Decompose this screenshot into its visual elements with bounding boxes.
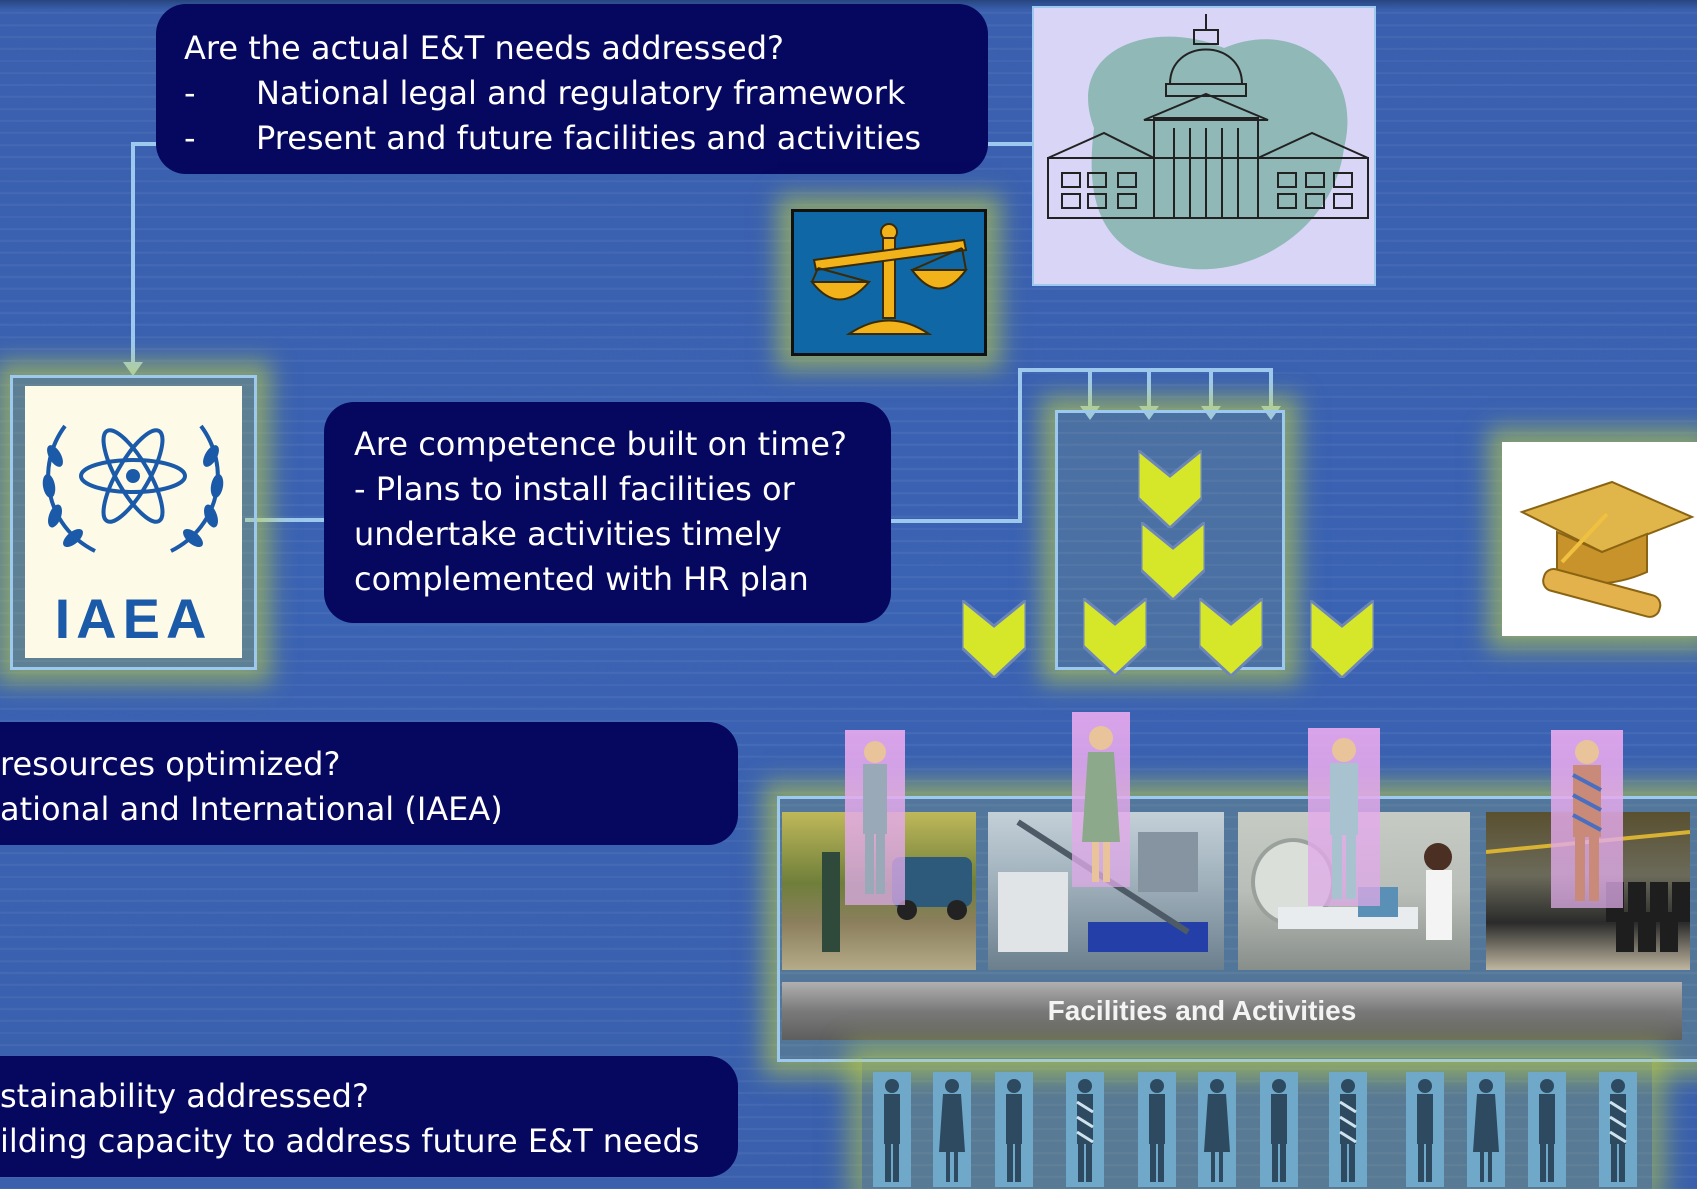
connector-line: [1088, 368, 1092, 408]
competence-line: complemented with HR plan: [354, 560, 809, 598]
connector-line: [1018, 368, 1022, 523]
connector-line: [890, 519, 1020, 523]
connector-arrow: [1201, 406, 1221, 420]
scales-of-justice-icon: [791, 209, 987, 356]
person-figure: [845, 730, 905, 905]
sustainability-question-box: stainability addressed? ilding capacity …: [0, 1056, 738, 1177]
needs-item: - Present and future facilities and acti…: [184, 119, 922, 157]
person-figure: [1329, 1072, 1367, 1187]
resources-line: resources optimized?: [0, 745, 341, 783]
person-figure: [1198, 1072, 1236, 1187]
needs-title: Are the actual E&T needs addressed?: [184, 29, 784, 67]
competence-line: Are competence built on time?: [354, 425, 847, 463]
atom-wreath-icon: [42, 424, 224, 553]
facilities-label: Facilities and Activities: [782, 982, 1682, 1040]
connector-arrow: [1080, 406, 1100, 420]
connector-line: [245, 518, 325, 522]
person-figure: [1551, 730, 1623, 908]
connector-arrow: [1261, 406, 1281, 420]
connector-line: [131, 142, 135, 370]
person-figure: [1308, 728, 1380, 906]
chevron-down-icon: [1199, 598, 1263, 676]
graduation-cap-icon: [1502, 442, 1697, 636]
capitol-building-icon: [1032, 6, 1376, 286]
competence-question-box: Are competence built on time? - Plans to…: [324, 402, 891, 623]
person-figure: [1138, 1072, 1176, 1187]
chevron-down-icon: [1138, 450, 1202, 528]
workforce-row: [862, 1058, 1652, 1189]
sustainability-line: stainability addressed?: [0, 1077, 369, 1115]
chevron-down-icon: [1083, 598, 1147, 676]
connector-line: [985, 142, 1035, 146]
person-figure: [873, 1072, 911, 1187]
chevron-down-icon: [962, 600, 1026, 678]
person-figure: [1260, 1072, 1298, 1187]
person-figure: [1599, 1072, 1637, 1187]
connector-line: [1147, 368, 1151, 408]
person-figure: [995, 1072, 1033, 1187]
connector-arrow: [1139, 406, 1159, 420]
sustainability-line: ilding capacity to address future E&T ne…: [0, 1122, 700, 1160]
needs-question-box: Are the actual E&T needs addressed? - Na…: [156, 4, 988, 174]
resources-question-box: resources optimized? ational and Interna…: [0, 722, 738, 845]
iaea-logo: IAEA: [10, 375, 257, 670]
connector-line: [1269, 368, 1273, 408]
connector-line: [1018, 368, 1273, 372]
connector-arrow: [123, 362, 143, 376]
person-figure: [1406, 1072, 1444, 1187]
person-figure: [1072, 712, 1130, 887]
person-figure: [1066, 1072, 1104, 1187]
needs-item: - National legal and regulatory framewor…: [184, 74, 906, 112]
connector-line: [131, 142, 161, 146]
resources-line: ational and International (IAEA): [0, 790, 503, 828]
person-figure: [1467, 1072, 1505, 1187]
chevron-down-icon: [1141, 522, 1205, 600]
chevron-down-icon: [1310, 600, 1374, 678]
competence-line: - Plans to install facilities or: [354, 470, 795, 508]
person-figure: [933, 1072, 971, 1187]
iaea-logo-text: IAEA: [54, 587, 213, 650]
connector-line: [1209, 368, 1213, 408]
competence-line: undertake activities timely: [354, 515, 782, 553]
person-figure: [1528, 1072, 1566, 1187]
